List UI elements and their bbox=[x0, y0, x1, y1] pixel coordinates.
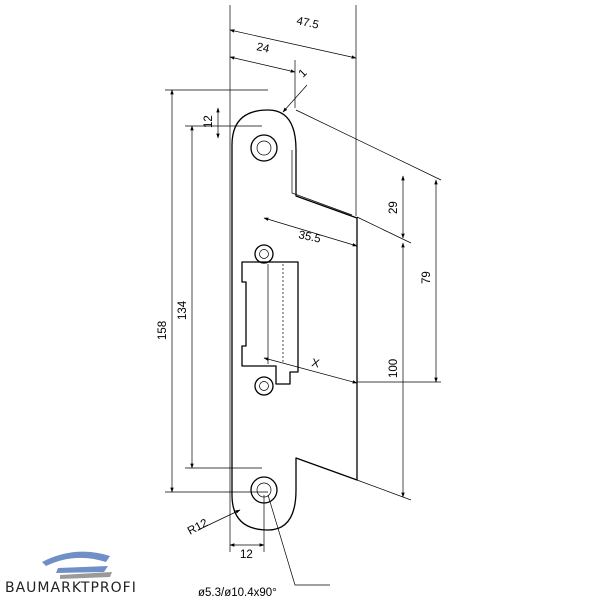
label-29: 29 bbox=[388, 201, 400, 214]
label-24: 24 bbox=[255, 41, 271, 56]
dim-line-r12 bbox=[197, 509, 241, 531]
label-12-bottom: 12 bbox=[240, 549, 253, 561]
top-screw-hole bbox=[250, 134, 278, 162]
label-r12: R12 bbox=[186, 517, 210, 538]
dim-line-35-5 bbox=[263, 217, 358, 247]
upper-small-hole bbox=[254, 244, 274, 264]
strike-plate-outline bbox=[231, 109, 358, 531]
brand-name: BAUMARKTPROFI bbox=[5, 580, 137, 596]
label-x: X bbox=[310, 357, 320, 370]
lip-edge-line bbox=[291, 150, 353, 216]
dim-line-1 bbox=[282, 84, 308, 113]
label-47-5: 47.5 bbox=[295, 15, 319, 31]
dim-line-x bbox=[263, 357, 358, 384]
label-100: 100 bbox=[388, 359, 400, 378]
brand-logo-mark bbox=[42, 551, 112, 579]
dim-leader-hole-spec bbox=[267, 494, 330, 586]
dim-line-47-5 bbox=[229, 29, 357, 59]
label-1: 1 bbox=[297, 67, 310, 80]
label-134: 134 bbox=[177, 300, 189, 320]
label-79: 79 bbox=[421, 271, 433, 284]
label-158: 158 bbox=[157, 321, 169, 340]
label-hole-spec: ø5.3/ø10.4x90° bbox=[198, 587, 277, 599]
lower-small-hole bbox=[254, 376, 274, 396]
latch-opening bbox=[241, 261, 299, 385]
label-35-5: 35.5 bbox=[297, 229, 321, 245]
label-12-top: 12 bbox=[203, 115, 215, 128]
dim-line-24 bbox=[229, 56, 296, 73]
